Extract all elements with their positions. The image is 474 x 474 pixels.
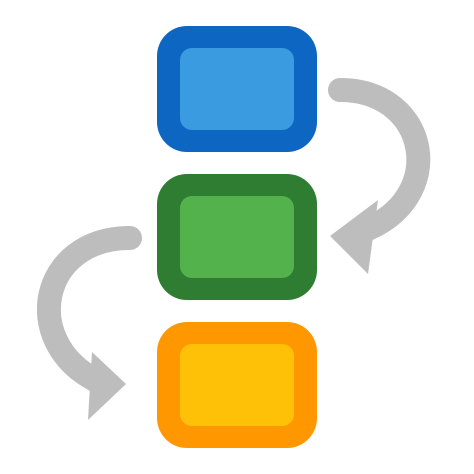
step-orange-block: [157, 322, 317, 448]
step-blue-block: [157, 26, 317, 152]
curved-arrow-right-icon: [328, 78, 431, 274]
step-green-block: [157, 174, 317, 300]
curved-arrow-left-icon: [36, 226, 142, 420]
